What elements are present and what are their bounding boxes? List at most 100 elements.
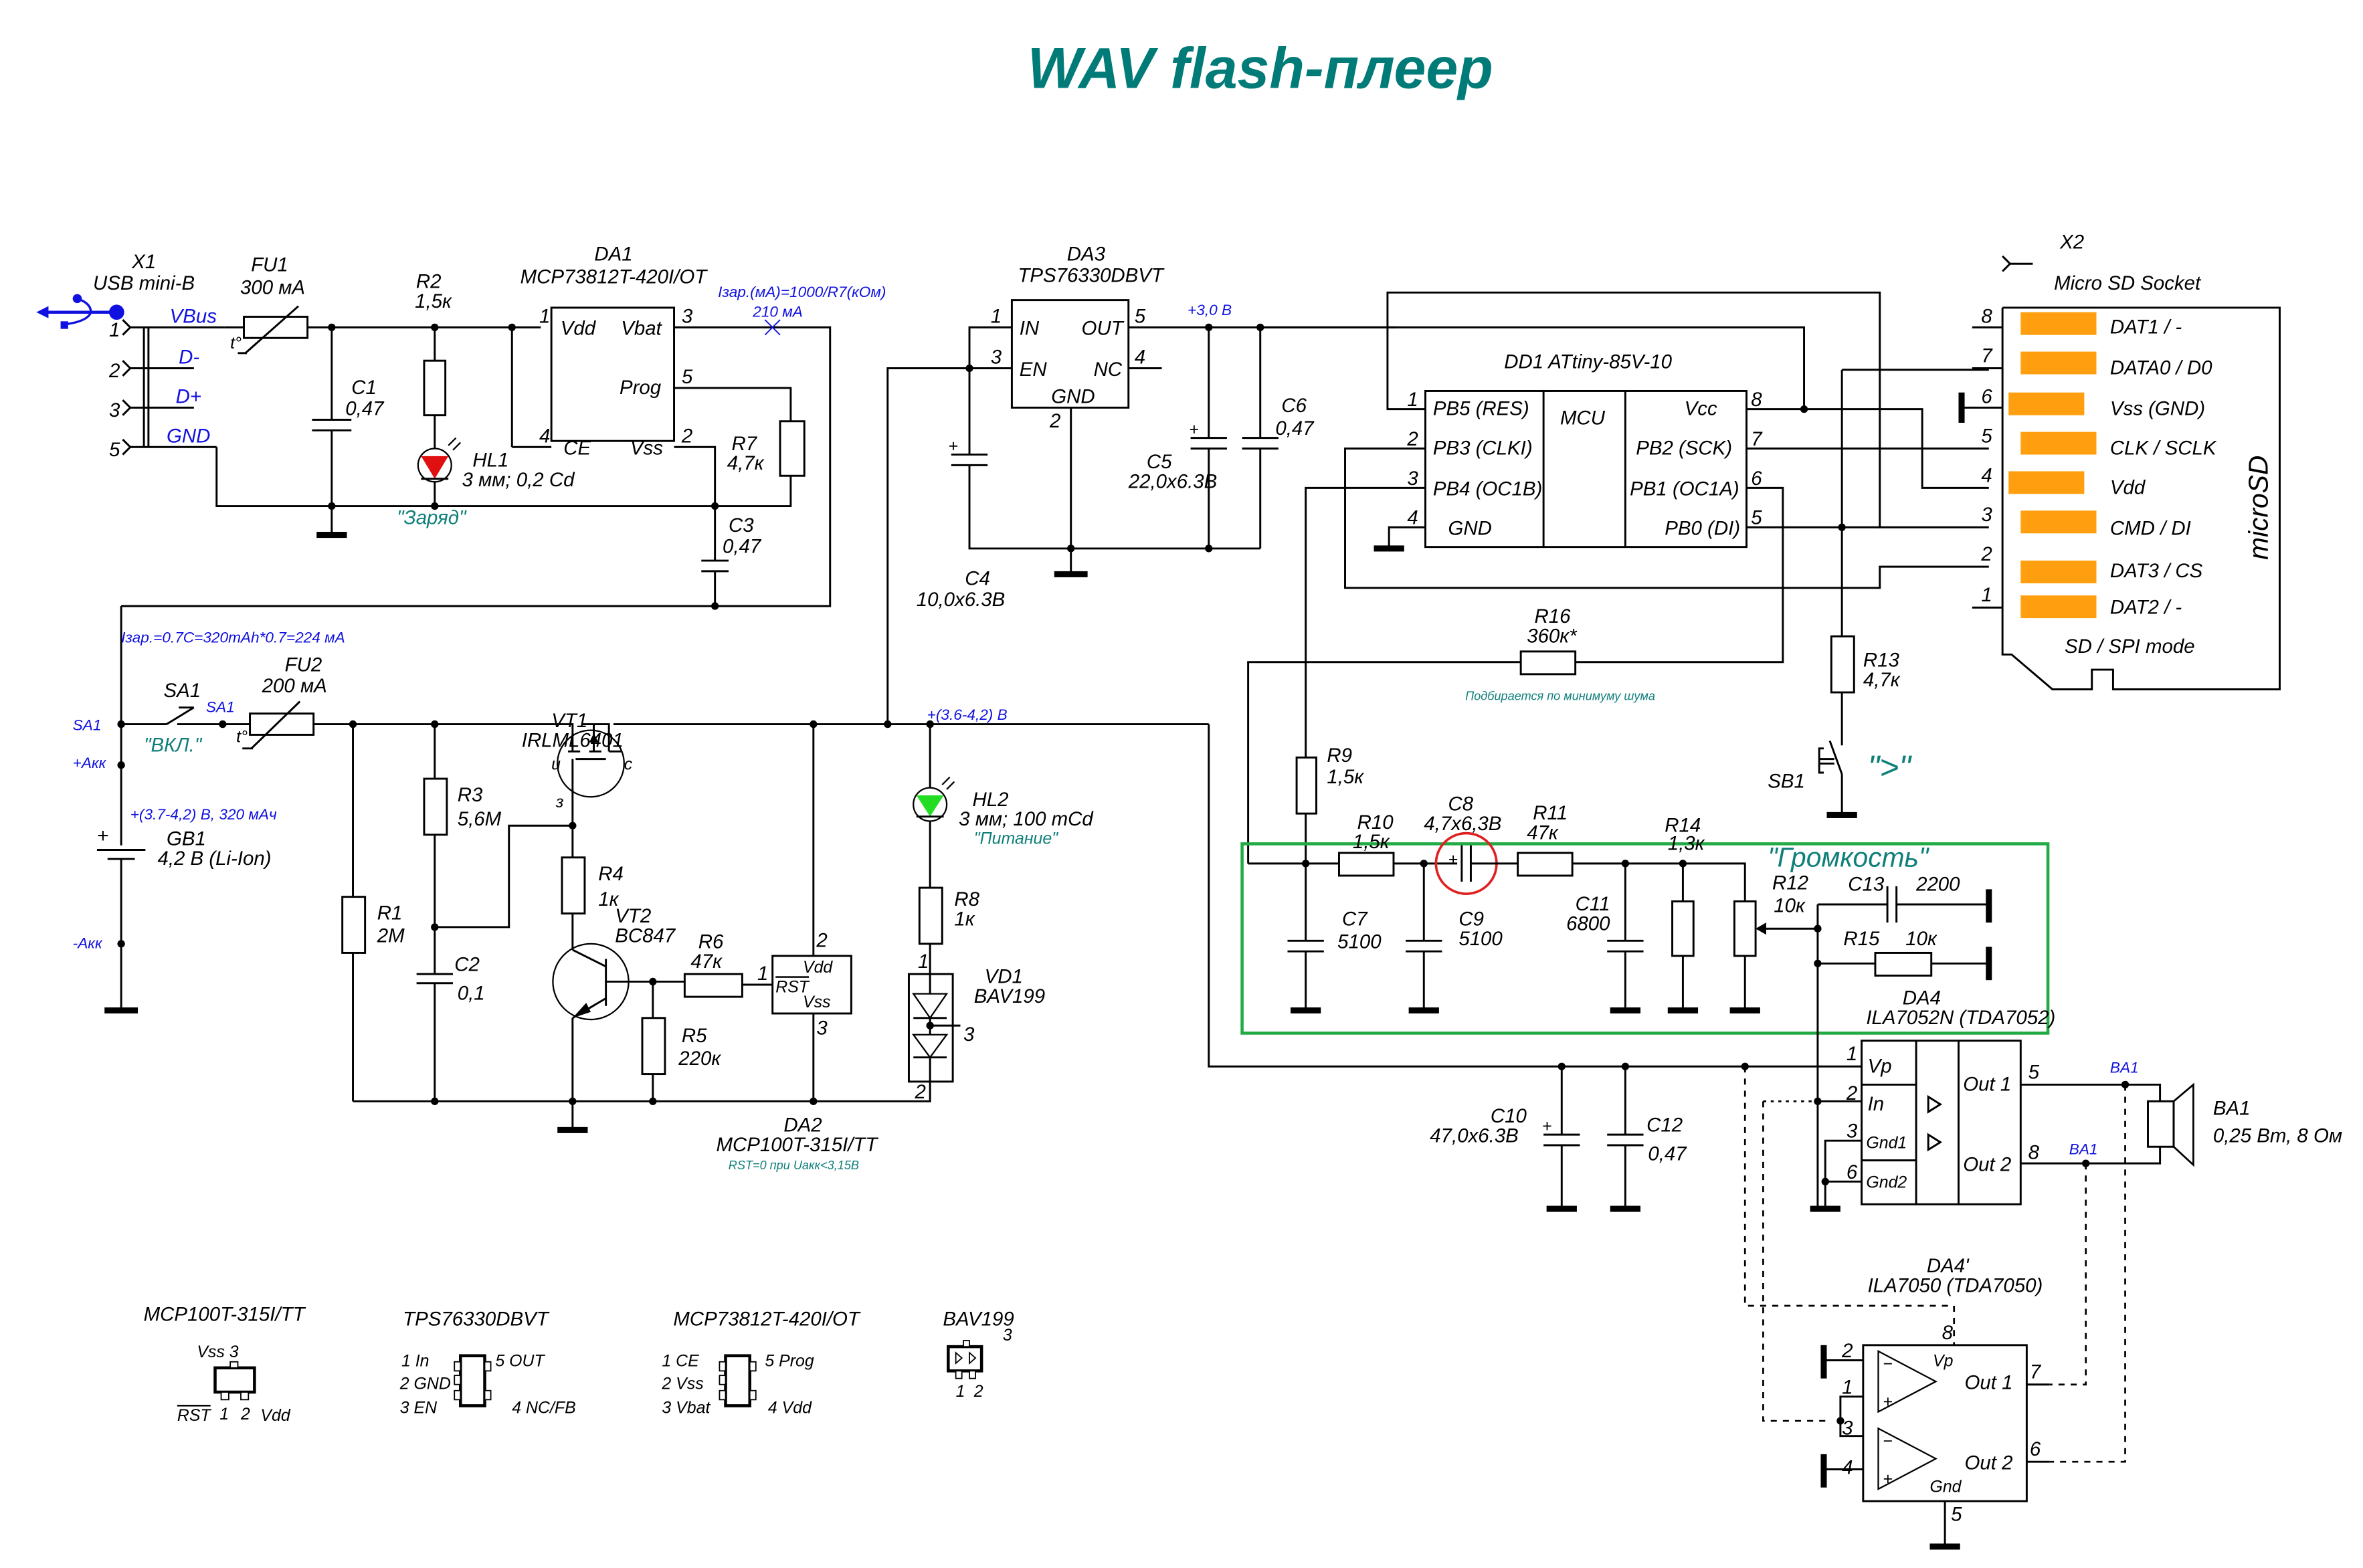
sb1-button[interactable]: SB1 ">" [1768, 740, 1913, 818]
svg-text:2: 2 [1980, 543, 1992, 565]
svg-text:MCP73812T-420I/OT: MCP73812T-420I/OT [673, 1308, 861, 1330]
svg-text:5: 5 [1135, 306, 1146, 328]
svg-text:MCU: MCU [1560, 407, 1606, 429]
r12-potentiometer[interactable]: R12 10к [1729, 872, 1818, 1014]
svg-text:1: 1 [1981, 584, 1992, 606]
svg-text:R14: R14 [1665, 814, 1701, 836]
x1-pin-2: 2 D- [108, 347, 199, 382]
svg-text:+Акк: +Акк [73, 755, 107, 771]
svg-text:0,1: 0,1 [458, 983, 485, 1005]
svg-text:GND: GND [1448, 518, 1491, 540]
svg-text:3 мм; 0,2 Cd: 3 мм; 0,2 Cd [462, 469, 576, 491]
svg-text:3: 3 [1847, 1120, 1858, 1143]
svg-text:3: 3 [1003, 1326, 1012, 1345]
ground-symbol [1054, 571, 1088, 577]
svg-text:X2: X2 [2059, 231, 2084, 254]
svg-text:4: 4 [1135, 347, 1145, 369]
svg-text:1: 1 [539, 306, 550, 328]
svg-text:HL2: HL2 [973, 789, 1009, 811]
svg-text:Vss 3: Vss 3 [197, 1343, 238, 1361]
svg-text:VD1: VD1 [985, 966, 1023, 988]
svg-text:"ВКЛ.": "ВКЛ." [144, 734, 203, 756]
svg-text:10,0x6.3B: 10,0x6.3B [917, 589, 1006, 611]
svg-text:Gnd: Gnd [1929, 1477, 1962, 1496]
svg-text:DA2: DA2 [783, 1114, 822, 1137]
r8-resistor: R8 1к [918, 886, 980, 979]
svg-text:1 CE: 1 CE [662, 1352, 699, 1371]
svg-text:+: + [97, 825, 108, 847]
hl2-led-green: HL2 3 мм; 100 mCd "Питание" [913, 724, 1094, 888]
c1-capacitor: C1 0,47 [312, 327, 385, 506]
c3-capacitor: C3 0,47 [701, 514, 762, 610]
svg-text:2: 2 [1406, 428, 1418, 450]
svg-text:220к: 220к [678, 1048, 721, 1070]
svg-text:GND: GND [1051, 386, 1095, 408]
gb1-battery: +(3.7-4,2) В, 320 мАч + GB1 4,2 В (Li-Io… [97, 806, 277, 870]
svg-text:DA4: DA4 [1903, 987, 1941, 1009]
svg-text:R2: R2 [416, 271, 442, 293]
svg-text:5: 5 [109, 439, 120, 461]
svg-text:2: 2 [816, 929, 827, 951]
x1-pin-3: 3 D+ [109, 386, 201, 421]
r16-resistor: R16 360к* Подбирается по минимуму шума [1247, 605, 1655, 864]
svg-text:Vdd: Vdd [260, 1406, 290, 1425]
da1-charger-ic: DA1 MCP73812T-420I/OT 1 Vdd 4 CE 3 Vbat … [510, 243, 886, 460]
svg-text:1,5к: 1,5к [1327, 766, 1364, 788]
ground-symbol [1810, 1205, 1840, 1212]
svg-text:1: 1 [991, 306, 1002, 328]
r3-resistor: R3 5,6М [423, 724, 502, 975]
c6-capacitor: C6 0,47 [1242, 327, 1315, 549]
svg-text:3: 3 [991, 347, 1002, 369]
svg-text:R9: R9 [1327, 745, 1352, 767]
svg-text:+3,0 В: +3,0 В [1188, 302, 1232, 318]
svg-text:Out 2: Out 2 [1965, 1452, 2013, 1474]
svg-text:с: с [624, 755, 633, 773]
svg-text:DD1 ATtiny-85V-10: DD1 ATtiny-85V-10 [1504, 351, 1672, 373]
svg-text:7: 7 [2030, 1361, 2042, 1383]
svg-text:SD / SPI mode: SD / SPI mode [2065, 635, 2195, 658]
svg-text:C9: C9 [1458, 908, 1484, 930]
svg-text:6800: 6800 [1566, 912, 1610, 935]
svg-text:5100: 5100 [1337, 931, 1382, 953]
svg-text:C1: C1 [351, 377, 377, 399]
svg-text:Prog: Prog [620, 377, 662, 399]
svg-text:1,3к: 1,3к [1668, 832, 1705, 854]
svg-text:DA1: DA1 [594, 243, 632, 266]
svg-text:2: 2 [1846, 1082, 1857, 1104]
sa1-switch[interactable]: SA1 SA1 "ВКЛ." [121, 680, 235, 757]
svg-text:5: 5 [1981, 425, 1992, 447]
svg-text:4 NC/FB: 4 NC/FB [512, 1399, 575, 1417]
c10-capacitor: + C10 47,0x6.3B [1430, 1066, 1580, 1212]
svg-text:Vss: Vss [630, 437, 663, 460]
svg-text:6: 6 [1751, 468, 1762, 490]
svg-text:C12: C12 [1646, 1114, 1683, 1137]
ba1-speaker: BA1 0,25 Вт, 8 Ом [2147, 1082, 2342, 1167]
svg-text:DATA0 / D0: DATA0 / D0 [2110, 357, 2212, 379]
svg-text:R4: R4 [598, 863, 624, 885]
svg-text:C13: C13 [1848, 874, 1885, 896]
svg-text:C7: C7 [1342, 908, 1368, 930]
svg-text:TPS76330DBVT: TPS76330DBVT [1018, 264, 1165, 286]
svg-text:1,5к: 1,5к [1353, 831, 1390, 853]
r1-resistor: R1 2М [341, 724, 405, 1102]
svg-text:6: 6 [1847, 1161, 1858, 1183]
svg-text:GND: GND [167, 425, 210, 447]
svg-text:3: 3 [109, 399, 120, 421]
svg-text:SA1: SA1 [73, 717, 102, 734]
c9-capacitor: C9 5100 [1406, 863, 1503, 1014]
svg-text:R1: R1 [377, 902, 403, 924]
svg-text:1: 1 [1407, 389, 1418, 411]
svg-text:C8: C8 [1448, 793, 1473, 815]
svg-text:">": ">" [1868, 749, 1913, 786]
svg-text:RST=0 при Uакк<3,15В: RST=0 при Uакк<3,15В [729, 1159, 859, 1172]
svg-text:1: 1 [219, 1405, 229, 1424]
svg-text:2: 2 [1841, 1340, 1853, 1362]
svg-text:R11: R11 [1533, 802, 1568, 824]
svg-text:RST: RST [775, 977, 810, 996]
volume-caption: "Громкость" [1768, 842, 1929, 872]
svg-text:4,2 В (Li-Ion): 4,2 В (Li-Ion) [157, 848, 271, 870]
